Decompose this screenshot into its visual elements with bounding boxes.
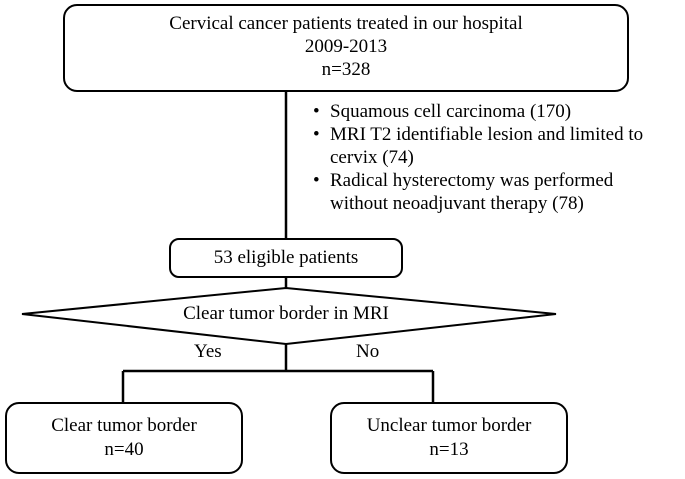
branch-no-label: No (356, 341, 380, 362)
source-population-box: Cervical cancer patients treated in our … (63, 4, 629, 92)
exclusion-item: • MRI T2 identifiable lesion and limited… (313, 123, 683, 169)
exclusion-text: Squamous cell carcinoma (170) (330, 101, 572, 122)
source-population-count: n=328 (321, 59, 371, 80)
bullet-glyph: • (313, 101, 320, 122)
eligible-patients-box: 53 eligible patients (169, 238, 403, 278)
unclear-border-box: Unclear tumor border n=13 (330, 402, 568, 474)
source-population-title: Cervical cancer patients treated in our … (169, 13, 523, 34)
clear-border-count: n=40 (104, 439, 144, 460)
unclear-border-count: n=13 (429, 439, 469, 460)
bullet-glyph: • (313, 170, 320, 191)
branch-yes-label: Yes (194, 341, 222, 362)
unclear-border-label: Unclear tumor border (366, 415, 532, 436)
decision-label: Clear tumor border in MRI (183, 303, 389, 324)
exclusion-text: MRI T2 identifiable lesion and limited t… (330, 124, 644, 145)
exclusion-item: • Radical hysterectomy was performed wit… (313, 169, 683, 215)
clear-border-box: Clear tumor border n=40 (5, 402, 243, 474)
exclusion-item: • Squamous cell carcinoma (170) (313, 100, 683, 123)
bullet-glyph: • (313, 124, 320, 145)
source-population-years: 2009-2013 (304, 36, 388, 57)
exclusion-text: without neoadjuvant therapy (78) (330, 193, 584, 214)
clear-border-label: Clear tumor border (51, 415, 197, 436)
decision-diamond (21, 286, 557, 346)
exclusion-criteria-list: • Squamous cell carcinoma (170) • MRI T2… (313, 100, 683, 215)
exclusion-text: cervix (74) (330, 147, 414, 168)
eligible-patients-label: 53 eligible patients (213, 247, 359, 268)
exclusion-text: Radical hysterectomy was performed (330, 170, 614, 191)
